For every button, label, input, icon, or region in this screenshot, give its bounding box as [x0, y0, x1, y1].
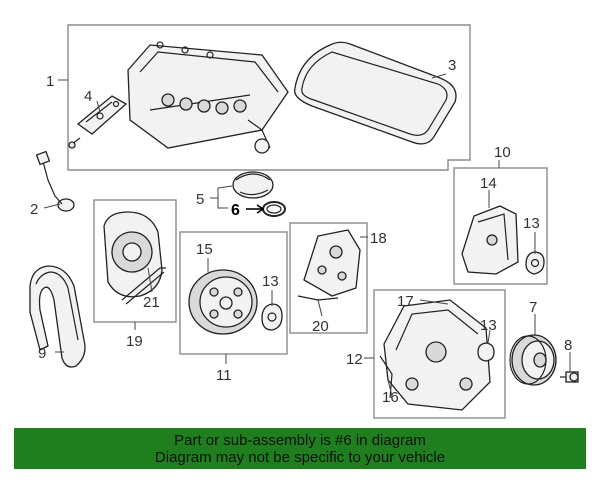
- timing-belt-part-9[interactable]: [29, 265, 86, 368]
- callout-6-highlighted: 6: [231, 202, 240, 219]
- o-ring-part-6[interactable]: [262, 201, 286, 217]
- info-banner: Part or sub-assembly is #6 in diagram Di…: [14, 428, 586, 469]
- oil-filler-cap-part-5[interactable]: [232, 171, 274, 199]
- group-10-box: [453, 167, 548, 285]
- crank-pulley-part-7[interactable]: [509, 334, 557, 386]
- callout-17: 17: [397, 293, 414, 310]
- group-12-box: [373, 289, 506, 419]
- callout-8: 8: [564, 337, 572, 354]
- group-18-box: [289, 222, 368, 334]
- callout-21: 21: [143, 294, 160, 311]
- callout-12: 12: [346, 351, 363, 368]
- callout-10: 10: [494, 144, 511, 161]
- banner-line-part-info: Part or sub-assembly is #6 in diagram: [174, 432, 426, 449]
- callout-2: 2: [30, 201, 38, 218]
- callout-16: 16: [382, 389, 399, 406]
- callout-1: 1: [46, 73, 54, 90]
- sensor-part-2[interactable]: [35, 150, 75, 212]
- callout-15: 15: [196, 241, 213, 258]
- callout-4: 4: [84, 88, 92, 105]
- leader-lines: [43, 73, 571, 397]
- callout-20: 20: [312, 318, 329, 335]
- callout-3: 3: [448, 57, 456, 74]
- bracket-part-4[interactable]: [68, 95, 128, 149]
- bolt-part-8[interactable]: [560, 371, 579, 383]
- callout-5: 5: [196, 191, 204, 208]
- callout-7: 7: [529, 299, 537, 316]
- banner-line-disclaimer: Diagram may not be specific to your vehi…: [154, 449, 446, 466]
- gasket-part-3[interactable]: [293, 41, 457, 145]
- callout-18: 18: [370, 230, 387, 247]
- valve-cover-part[interactable]: [127, 41, 289, 154]
- callout-13-group-10: 13: [523, 215, 540, 232]
- callout-19: 19: [126, 333, 143, 350]
- callout-14: 14: [480, 175, 497, 192]
- callout-13-group-12: 13: [480, 317, 497, 334]
- group-19-box: [93, 199, 177, 323]
- parts-diagram: 1 4 3 2 5 6 10 14 13 18 15 13 21 20 17 1…: [29, 24, 579, 419]
- group-11-box: [179, 231, 288, 355]
- callout-9: 9: [38, 345, 46, 362]
- callout-labels: 1 4 3 2 5 6 10 14 13 18 15 13 21 20 17 1…: [30, 57, 572, 406]
- callout-11: 11: [216, 367, 232, 384]
- callout-13-group-11: 13: [262, 273, 279, 290]
